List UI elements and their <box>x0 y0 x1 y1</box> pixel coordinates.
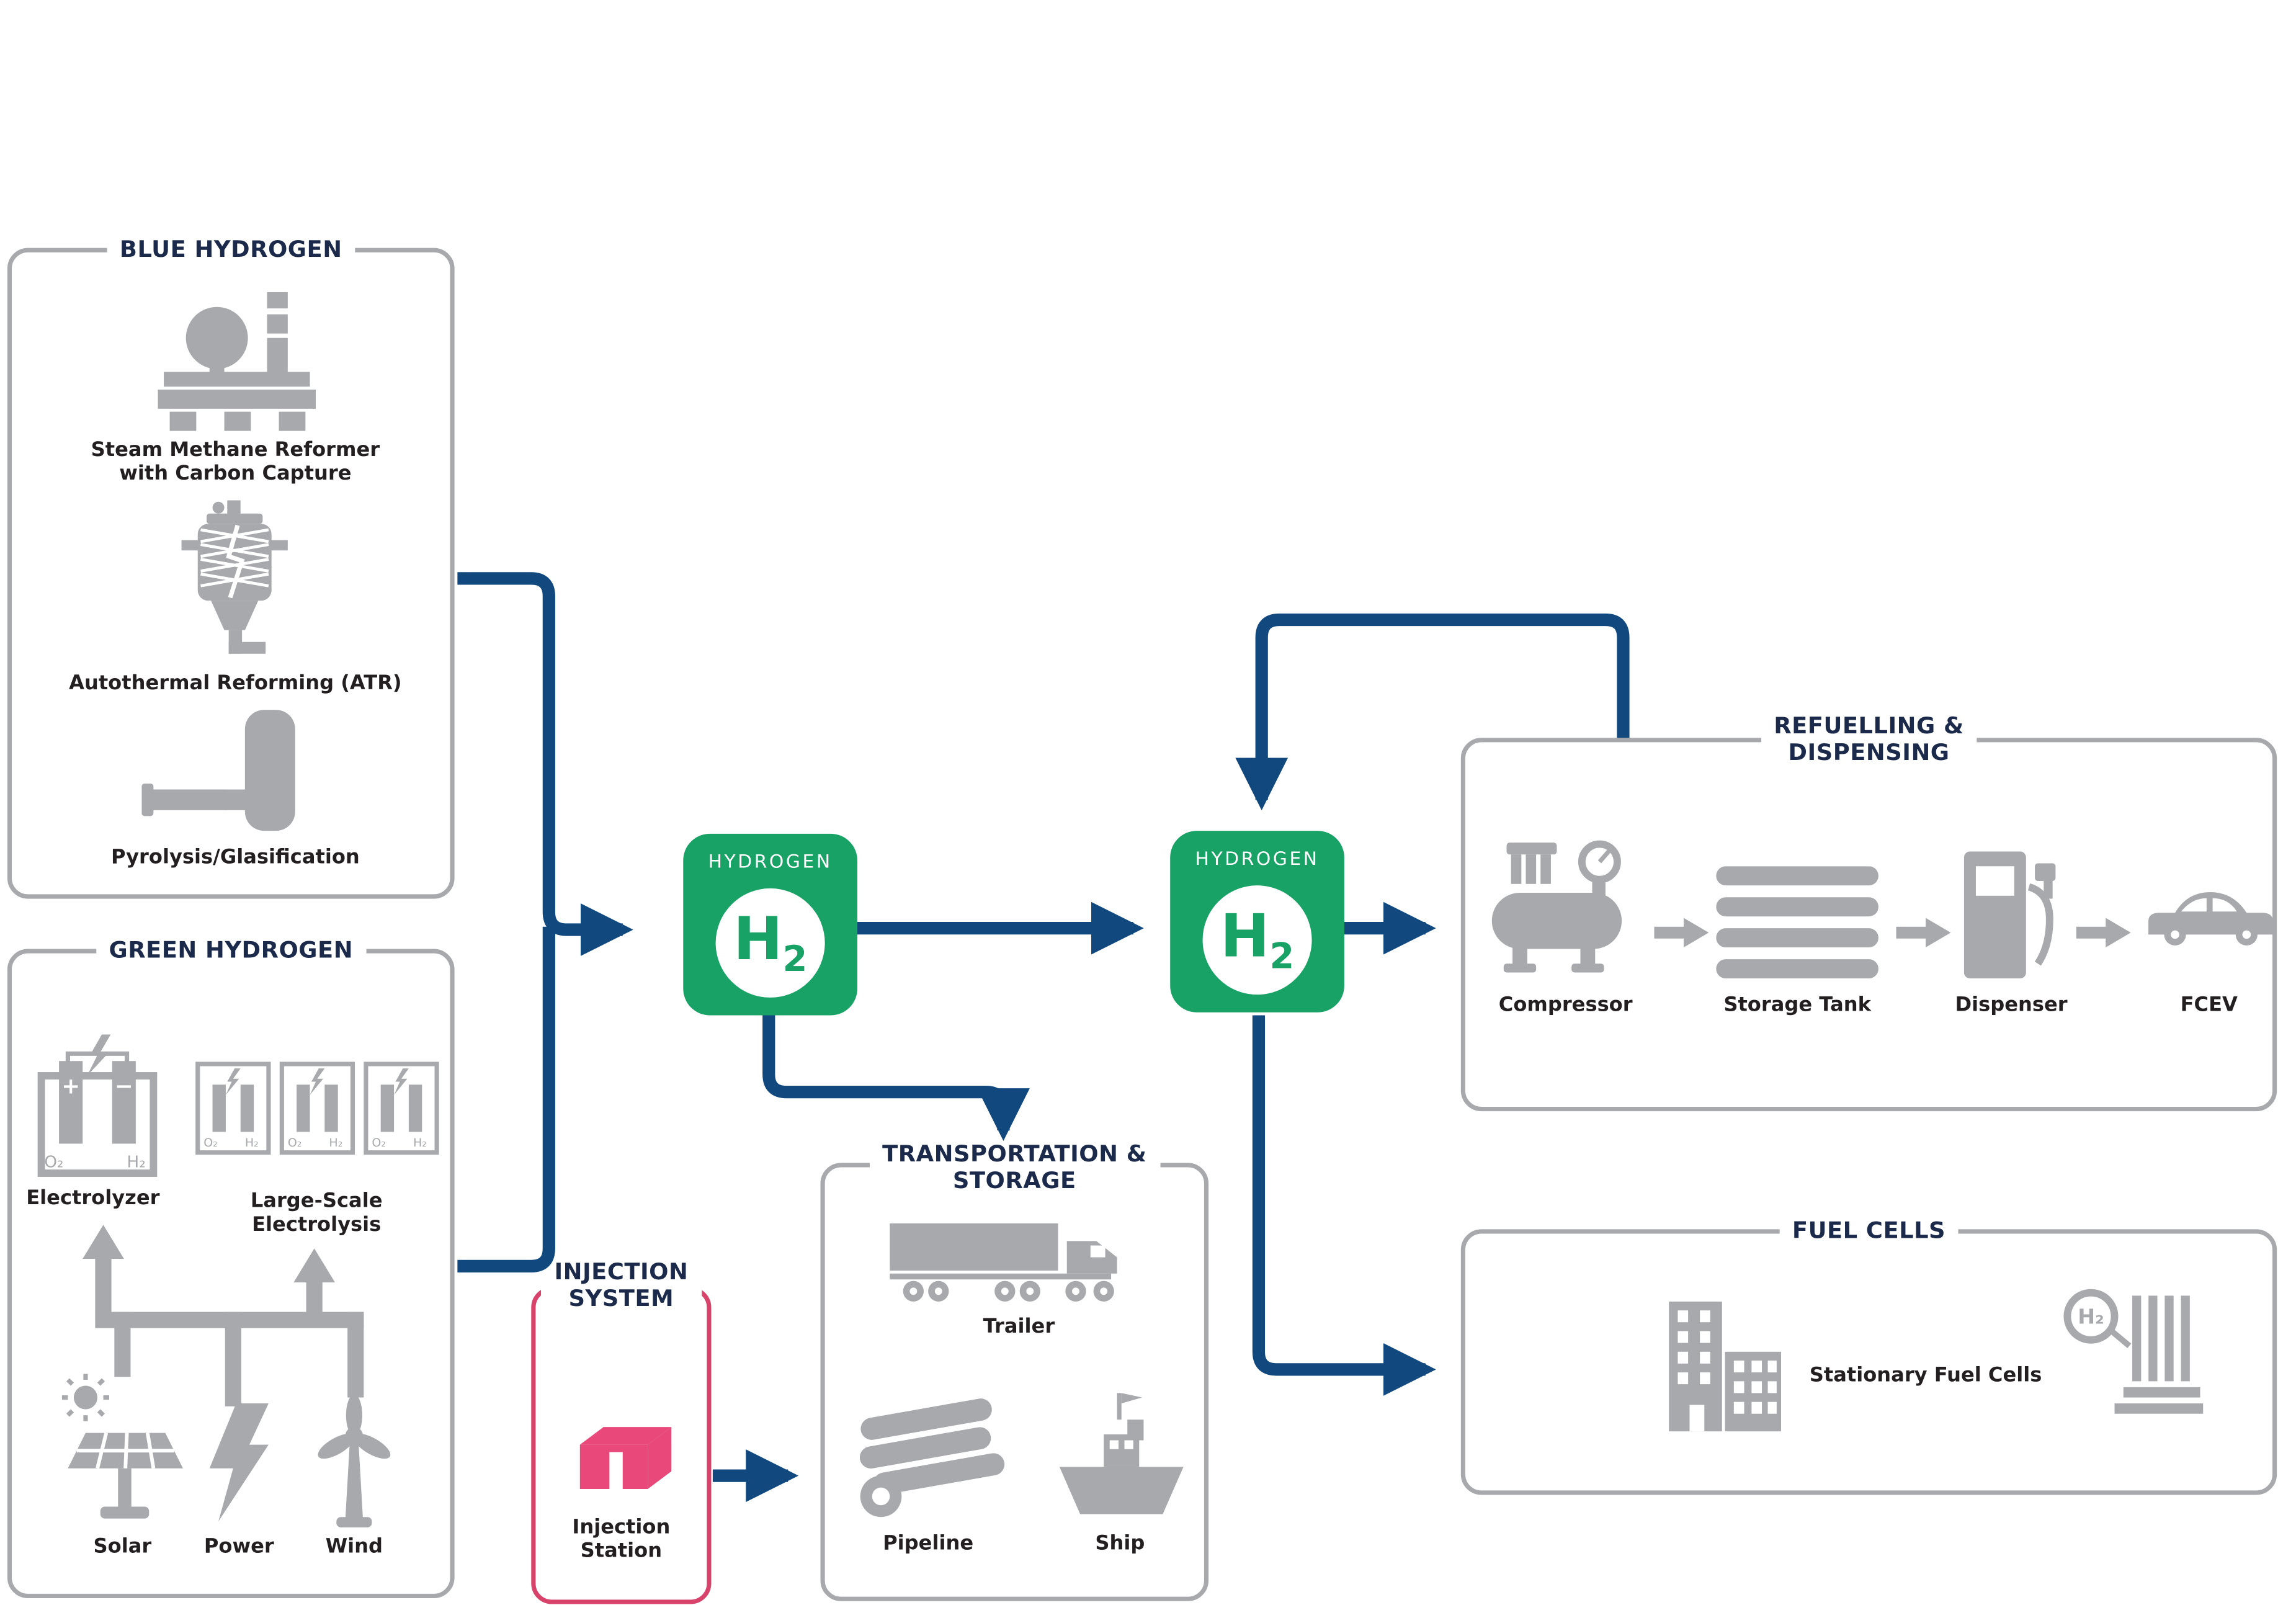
h2-symbol: H <box>733 905 783 973</box>
green-hydrogen-box: GREEN HYDROGEN + − O₂ H₂ Electrolyzer O₂… <box>7 937 455 1599</box>
solar-label: Solar <box>93 1534 152 1558</box>
hydrogen-badge-distribution: HYDROGEN H2 <box>1170 831 1344 1013</box>
h2-symbol: H <box>1220 902 1270 970</box>
transportation-storage-title: TRANSPORTATION & STORAGE <box>869 1140 1160 1195</box>
electrolysis-cell-icon: O₂ H₂ <box>195 1062 271 1155</box>
fuel-cell-icon: H₂ <box>2063 1289 2204 1414</box>
injection-station-icon <box>579 1427 672 1490</box>
hydrogen-badge-production: HYDROGEN H2 <box>683 833 857 1016</box>
pipeline-icon <box>859 1398 1005 1518</box>
ship-label: Ship <box>1095 1531 1145 1556</box>
electrolyzer-label: Electrolyzer <box>26 1186 160 1210</box>
hydrogen-badge-title: HYDROGEN <box>708 850 833 872</box>
smr-label: Steam Methane Reformer with Carbon Captu… <box>91 438 380 486</box>
electrolyzer-h2-label: H₂ <box>127 1153 146 1171</box>
steam-methane-reformer-icon <box>158 292 316 431</box>
solar-icon <box>61 1374 183 1519</box>
atr-label: Autothermal Reforming (ATR) <box>69 671 402 695</box>
arrow-hydrogen-to-fuel-cells <box>1252 1015 1436 1396</box>
arrow-green-to-hydrogen <box>457 926 555 1272</box>
h2-subscript: 2 <box>782 937 808 980</box>
blue-hydrogen-title: BLUE HYDROGEN <box>106 236 355 264</box>
fuel-cell-h2-label: H₂ <box>2078 1305 2104 1329</box>
fcev-label: FCEV <box>2180 993 2238 1017</box>
storage-tank-label: Storage Tank <box>1723 993 1871 1017</box>
pyrolysis-label: Pyrolysis/Glasification <box>110 845 360 869</box>
hydrogen-badge-title: HYDROGEN <box>1195 847 1320 869</box>
energy-input-arrows <box>83 1225 364 1406</box>
electrolysis-cell-icon: O₂ H₂ <box>279 1062 355 1155</box>
compressor-icon <box>1491 840 1622 973</box>
cell-h2-label: H₂ <box>413 1136 427 1150</box>
building-icon <box>1669 1301 1781 1432</box>
power-label: Power <box>203 1534 274 1558</box>
wind-icon <box>318 1396 391 1527</box>
arrow-blue-to-hydrogen <box>457 572 633 956</box>
injection-system-box: INJECTION SYSTEM Injection Station <box>531 1258 712 1604</box>
h2-formula: H2 <box>733 910 807 976</box>
trailer-icon <box>890 1223 1117 1302</box>
flow-arrow-icon <box>1896 918 1951 948</box>
transportation-storage-box: TRANSPORTATION & STORAGE Trailer Pipelin <box>820 1140 1209 1601</box>
dispenser-label: Dispenser <box>1955 993 2068 1017</box>
wind-label: Wind <box>325 1534 383 1558</box>
pyrolysis-icon <box>141 710 295 831</box>
dispenser-icon <box>1963 851 2056 979</box>
autothermal-reformer-icon <box>181 500 288 654</box>
green-hydrogen-title: GREEN HYDROGEN <box>96 937 367 964</box>
h2-circle: H2 <box>715 888 825 998</box>
cell-o2-label: O₂ <box>372 1136 386 1150</box>
refuelling-dispensing-box: REFUELLING & DISPENSING Compressor <box>1460 712 2277 1112</box>
electrolysis-cell-icon: O₂ H₂ <box>364 1062 439 1155</box>
fuel-cells-title: FUEL CELLS <box>1779 1217 1959 1245</box>
power-icon <box>209 1403 269 1522</box>
stationary-fuel-cells-label: Stationary Fuel Cells <box>1809 1363 2042 1387</box>
injection-system-title: INJECTION SYSTEM <box>541 1258 702 1313</box>
cell-o2-label: O₂ <box>288 1136 302 1150</box>
electrolyzer-icon: + − O₂ H₂ <box>37 1034 158 1177</box>
trailer-label: Trailer <box>983 1315 1055 1339</box>
pipeline-label: Pipeline <box>883 1531 974 1556</box>
storage-tank-icon <box>1716 866 1878 979</box>
flow-arrow-icon <box>1654 918 1709 948</box>
cell-h2-label: H₂ <box>329 1136 342 1150</box>
cell-o2-label: O₂ <box>203 1136 218 1150</box>
large-scale-electrolysis-icon: O₂ H₂ O₂ H₂ O₂ H₂ <box>195 1061 440 1155</box>
refuelling-dispensing-title: REFUELLING & DISPENSING <box>1760 712 1978 767</box>
injection-station-label: Injection Station <box>572 1515 671 1563</box>
flow-arrow-icon <box>2076 918 2131 948</box>
electrolyzer-o2-label: O₂ <box>44 1153 63 1171</box>
electrolyzer-plus: + <box>61 1074 80 1099</box>
large-scale-electrolysis-label: Large-Scale Electrolysis <box>250 1189 383 1237</box>
h2-formula: H2 <box>1220 907 1294 973</box>
electrolyzer-minus: − <box>115 1074 133 1099</box>
ship-icon <box>1059 1393 1184 1514</box>
h2-circle: H2 <box>1202 885 1312 995</box>
compressor-label: Compressor <box>1498 993 1633 1017</box>
cell-h2-label: H₂ <box>245 1136 259 1150</box>
h2-subscript: 2 <box>1269 934 1295 977</box>
fuel-cells-box: FUEL CELLS Stationary Fuel Cells H₂ <box>1460 1217 2277 1495</box>
blue-hydrogen-box: BLUE HYDROGEN Steam Methane Reformer wit… <box>7 236 455 899</box>
arrow-hydrogen-to-transport <box>762 1015 1030 1141</box>
fcev-icon <box>2148 892 2274 946</box>
